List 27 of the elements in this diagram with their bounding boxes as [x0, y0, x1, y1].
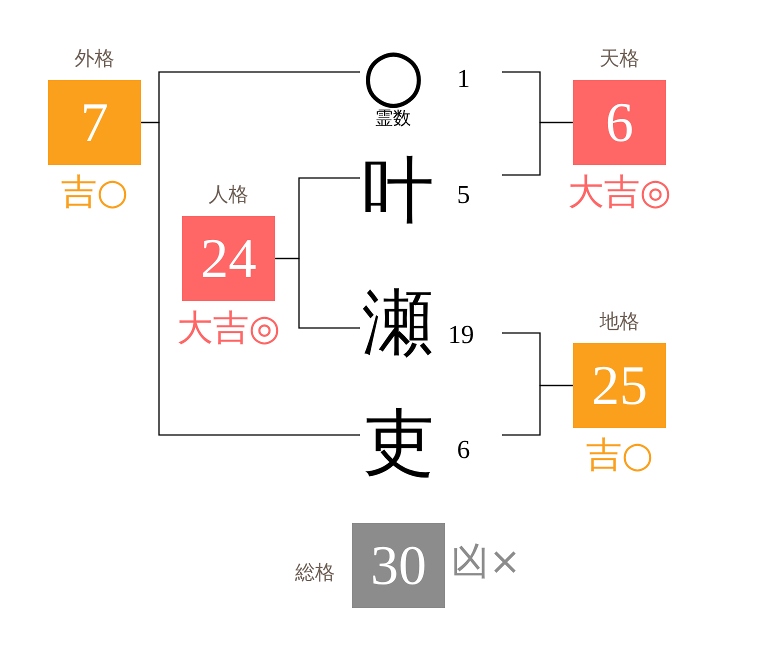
name-character: 瀬 [362, 284, 434, 360]
score-number: 25 [592, 356, 648, 416]
fortune-rating: 凶× [451, 541, 521, 581]
connector-line [502, 384, 573, 436]
connector-line [141, 122, 360, 436]
category-label: 人格 [208, 182, 248, 206]
caption-label: 霊数 [375, 108, 411, 130]
fortune-rating: 吉○ [60, 173, 128, 213]
fortune-rating: 大吉◎ [568, 173, 672, 213]
stroke-count: 19 [448, 320, 474, 350]
score-number: 30 [370, 536, 426, 596]
name-character: 吏 [362, 404, 434, 480]
category-label: 天格 [600, 46, 640, 70]
stroke-count: 6 [457, 435, 470, 465]
connector-line [502, 122, 573, 176]
fortune-rating: 大吉◎ [176, 309, 280, 349]
connector-line [275, 258, 360, 329]
category-label: 外格 [74, 46, 114, 70]
category-label: 総格 [295, 560, 335, 584]
stroke-count: 1 [457, 64, 470, 94]
score-number: 6 [606, 92, 634, 152]
category-label: 地格 [600, 309, 640, 333]
name-character: 叶 [362, 152, 434, 228]
score-number: 24 [200, 228, 256, 288]
stroke-count: 5 [457, 180, 470, 210]
fortune-rating: 吉○ [586, 436, 654, 476]
score-number: 7 [80, 92, 108, 152]
